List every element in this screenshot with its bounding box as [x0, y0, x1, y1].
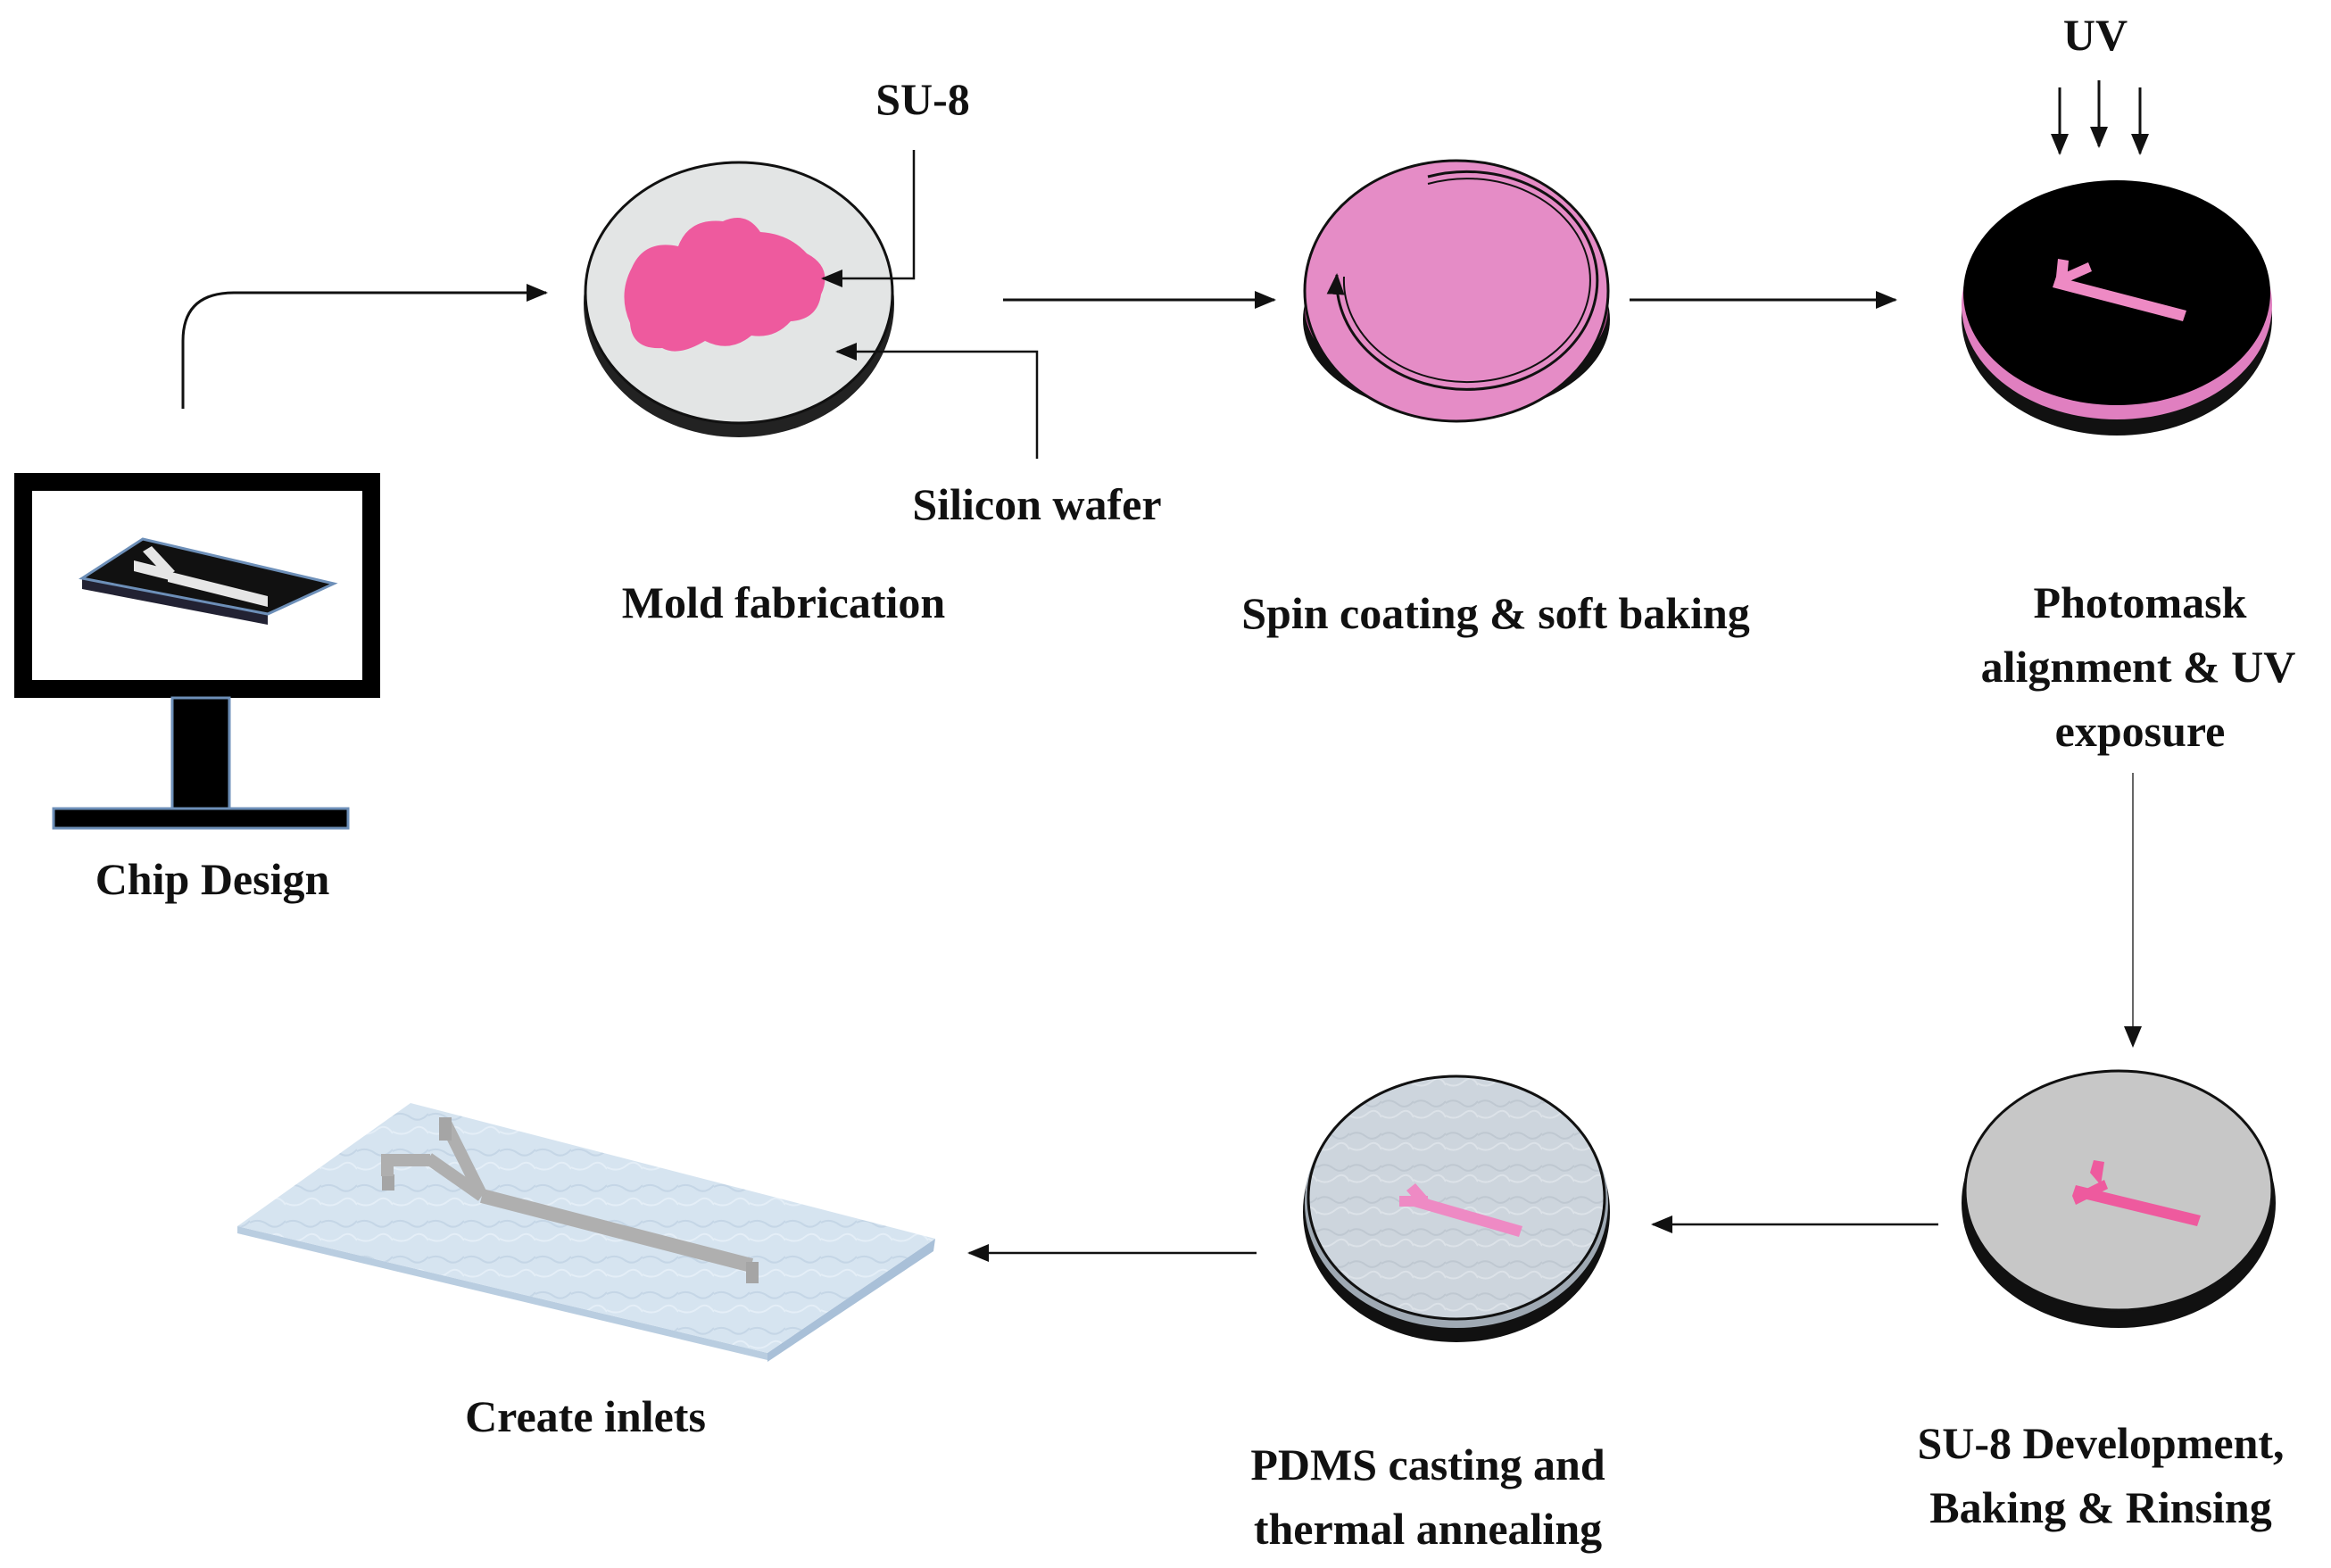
- chip-channel-on-screen: [168, 571, 268, 607]
- monitor-icon: [14, 473, 380, 830]
- monitor-base: [52, 807, 350, 830]
- pdms-casting-label-line-2: thermal annealing: [1254, 1504, 1602, 1554]
- developed-channel-branch-2: [2090, 1160, 2104, 1185]
- create-inlets-label: Create inlets: [465, 1391, 706, 1441]
- chip-on-screen: [79, 537, 338, 616]
- development-label-line-1: SU-8 Development,: [1917, 1418, 2284, 1468]
- spin-direction-arrow-inner: [1342, 178, 1591, 384]
- chip-channel-branch-2: [143, 546, 175, 577]
- inlet-channel-main: [479, 1189, 754, 1273]
- development-label-line-2: Baking & Rinsing: [1929, 1482, 2271, 1532]
- spin-coated-wafer: [1303, 159, 1610, 423]
- developed-wafer: [1962, 1069, 2276, 1328]
- su8-blob: [624, 218, 825, 352]
- chip-design-label: Chip Design: [95, 854, 330, 904]
- su8-callout-arrow: [821, 150, 916, 287]
- su8-callout-label: SU-8: [875, 74, 970, 124]
- inlet-port-1: [382, 1174, 394, 1191]
- pdms-channel: [1414, 1196, 1522, 1237]
- monitor-neck: [170, 696, 231, 812]
- developed-channel-branch-1: [2072, 1180, 2108, 1205]
- pdms-chip-right-edge: [767, 1239, 935, 1362]
- photomask-channel-branch-2: [2056, 259, 2069, 280]
- inlet-connector-1: [381, 1154, 430, 1176]
- outlet-port: [746, 1262, 759, 1283]
- photomask-label-line-2: alignment & UV: [1981, 642, 2296, 692]
- uv-label: UV: [2063, 10, 2128, 60]
- spin-direction-arrow: [1326, 170, 1599, 391]
- inlet-port-2: [439, 1117, 452, 1141]
- pdms-channel-branch-2: [1406, 1183, 1428, 1205]
- photomask-label-line-1: Photomask: [2034, 577, 2247, 627]
- pdms-chip-front-edge: [237, 1226, 767, 1360]
- pdms-casting-label-line-1: PDMS casting and: [1250, 1439, 1605, 1489]
- photomask-label-line-3: exposure: [2055, 706, 2226, 756]
- arrow-chip-to-mold: [181, 284, 548, 409]
- photomask-wafer: [1962, 180, 2272, 436]
- pdms-chip-with-inlets: [237, 1103, 935, 1362]
- photomask-channel-branch-1: [2056, 262, 2092, 286]
- spin-coating-label: Spin coating & soft baking: [1241, 588, 1750, 638]
- silicon-wafer-callout-arrow: [835, 343, 1039, 459]
- silicon-wafer-mold: [584, 161, 894, 437]
- pdms-cast-wafer: [1303, 1074, 1610, 1342]
- developed-channel: [2072, 1185, 2201, 1226]
- chip-channel-branch-1: [134, 560, 170, 580]
- silicon-wafer-callout-label: Silicon wafer: [912, 479, 1161, 529]
- mold-fabrication-label: Mold fabrication: [622, 577, 946, 627]
- photomask-channel: [2053, 277, 2186, 321]
- chip-on-screen-side: [82, 578, 268, 625]
